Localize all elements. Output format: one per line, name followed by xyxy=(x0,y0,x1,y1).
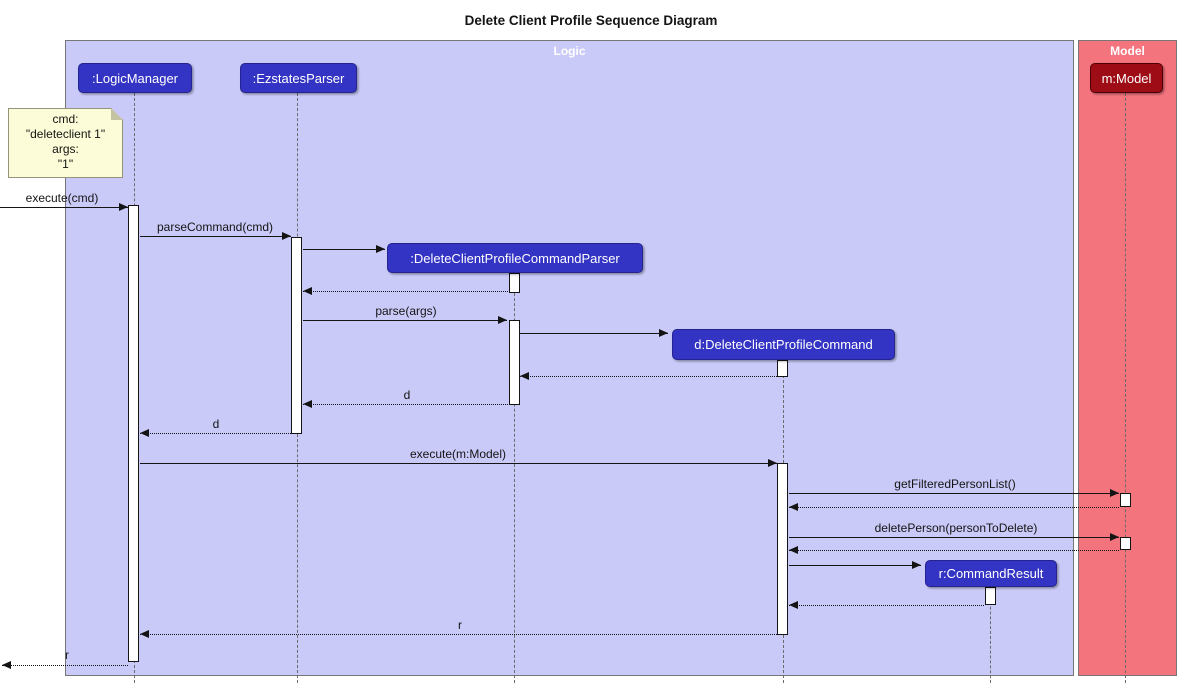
arrow-execute-cmd xyxy=(0,207,128,208)
arrowhead-return-get-filtered xyxy=(789,503,798,511)
arrow-return-result-created xyxy=(789,605,984,606)
participant-command-result: r:CommandResult xyxy=(925,560,1057,587)
arrowhead-get-filtered-person-list xyxy=(1110,489,1119,497)
label-return-d-to-parser: d xyxy=(403,388,411,402)
participant-delete-parser-label: :DeleteClientProfileCommandParser xyxy=(410,250,620,266)
label-return-r-to-manager: r xyxy=(458,618,462,632)
participant-logic-manager-label: :LogicManager xyxy=(92,70,178,86)
arrow-return-command-created xyxy=(520,376,777,377)
arrowhead-execute-model xyxy=(768,459,777,467)
arrow-get-filtered-person-list xyxy=(789,493,1119,494)
label-parse-command: parseCommand(cmd) xyxy=(156,220,274,234)
arrow-create-command-result xyxy=(789,565,921,566)
lifeline-model xyxy=(1125,93,1126,683)
logic-frame-label: Logic xyxy=(553,44,586,58)
note-line: "deleteclient 1" xyxy=(25,127,106,141)
label-return-r-out: r xyxy=(65,648,69,662)
participant-delete-parser: :DeleteClientProfileCommandParser xyxy=(387,243,643,273)
activation-ezstates-parser xyxy=(291,237,302,434)
participant-ezstates-parser-label: :EzstatesParser xyxy=(252,70,345,86)
note-line: args: xyxy=(52,142,79,156)
participant-command-result-label: r:CommandResult xyxy=(938,566,1044,581)
arrow-parse-command xyxy=(140,236,291,237)
arrowhead-return-r-out xyxy=(2,661,11,669)
arrowhead-delete-person xyxy=(1110,533,1119,541)
arrowhead-return-d-to-parser xyxy=(303,400,312,408)
activation-delete-command-execute xyxy=(777,463,788,635)
arrowhead-return-r-to-manager xyxy=(140,630,149,638)
participant-delete-command: d:DeleteClientProfileCommand xyxy=(672,329,895,360)
arrowhead-parse-args xyxy=(498,316,507,324)
arrow-return-delete-person xyxy=(789,550,1119,551)
arrow-parse-args xyxy=(303,320,507,321)
activation-delete-command-create xyxy=(777,360,788,377)
arrow-return-r-out xyxy=(2,665,128,666)
note-cmd-args: cmd: "deleteclient 1" args: "1" xyxy=(8,108,123,178)
participant-model-label: m:Model xyxy=(1101,70,1152,86)
diagram-title: Delete Client Profile Sequence Diagram xyxy=(464,13,718,28)
note-line: cmd: xyxy=(52,112,79,126)
participant-logic-manager: :LogicManager xyxy=(78,63,192,93)
arrow-return-get-filtered xyxy=(789,507,1119,508)
label-execute-model: execute(m:Model) xyxy=(409,447,507,461)
arrowhead-return-result-created xyxy=(789,601,798,609)
logic-frame: Logic xyxy=(65,40,1074,676)
arrowhead-execute-cmd xyxy=(119,203,128,211)
arrowhead-create-delete-command xyxy=(659,329,668,337)
participant-model: m:Model xyxy=(1090,63,1163,93)
arrow-return-parser-created xyxy=(303,291,508,292)
arrowhead-create-command-result xyxy=(912,561,921,569)
activation-delete-parser-create xyxy=(509,273,520,293)
arrowhead-return-parser-created xyxy=(303,287,312,295)
arrow-create-delete-command xyxy=(520,333,668,334)
label-delete-person: deletePerson(personToDelete) xyxy=(874,521,1038,535)
lifeline-command-result xyxy=(990,587,991,683)
arrowhead-return-command-created xyxy=(520,372,529,380)
participant-ezstates-parser: :EzstatesParser xyxy=(240,63,357,93)
arrow-return-r-to-manager xyxy=(140,634,777,635)
model-frame: Model xyxy=(1078,40,1177,676)
label-parse-args: parse(args) xyxy=(375,304,437,318)
activation-model-getlist xyxy=(1120,493,1131,507)
label-execute-cmd: execute(cmd) xyxy=(25,191,99,205)
arrow-create-delete-parser xyxy=(303,249,385,250)
arrowhead-return-d-to-manager xyxy=(140,429,149,437)
activation-logic-manager xyxy=(128,205,139,662)
model-frame-label: Model xyxy=(1110,44,1145,58)
arrow-return-d-to-parser xyxy=(303,404,508,405)
participant-delete-command-label: d:DeleteClientProfileCommand xyxy=(694,337,873,352)
activation-delete-parser-parse xyxy=(509,320,520,405)
arrow-execute-model xyxy=(140,463,777,464)
arrowhead-create-delete-parser xyxy=(376,245,385,253)
arrowhead-return-delete-person xyxy=(789,546,798,554)
arrow-return-d-to-manager xyxy=(140,433,291,434)
activation-model-delete xyxy=(1120,537,1131,550)
label-return-d-to-manager: d xyxy=(212,417,220,431)
note-line: "1" xyxy=(57,157,74,171)
label-get-filtered-person-list: getFilteredPersonList() xyxy=(894,477,1016,491)
arrow-delete-person xyxy=(789,537,1119,538)
activation-command-result xyxy=(985,587,996,605)
lifeline-delete-parser xyxy=(514,273,515,683)
arrowhead-parse-command xyxy=(282,232,291,240)
